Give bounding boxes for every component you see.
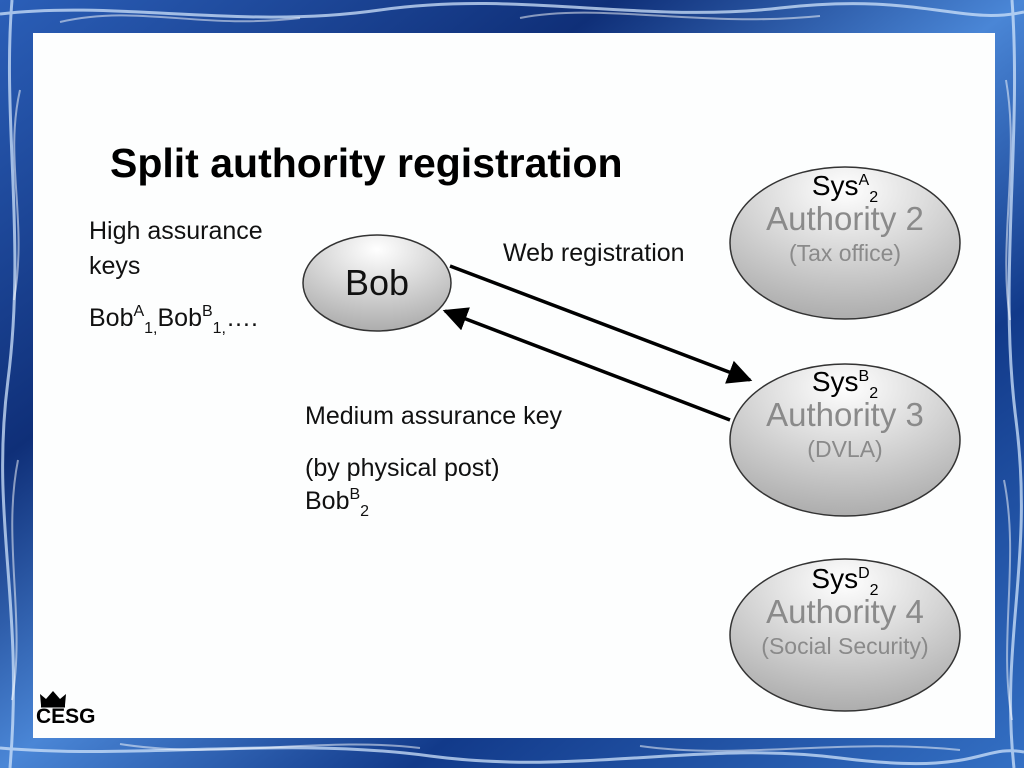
authority-2-ellipse [729, 166, 961, 320]
cesg-logo: CESG [36, 705, 96, 728]
authority-3-place: (DVLA) [807, 436, 883, 462]
physical-post-label: (by physical post) [305, 454, 500, 482]
page-title: Split authority registration [110, 140, 623, 186]
high-assurance-key-list: BobA1,BobB1,…. [89, 303, 258, 337]
authority-2-name: Authority 2 [766, 200, 924, 237]
web-registration-label: Web registration [503, 239, 685, 267]
authority-4-system: SysD2 [811, 563, 879, 599]
authority-3-text: SysB2 Authority 3 (DVLA) [730, 366, 960, 463]
authority-4-name: Authority 4 [766, 593, 924, 630]
crown-icon [40, 691, 66, 708]
authority-3-ellipse [729, 363, 961, 517]
authority-3-system: SysB2 [811, 366, 879, 402]
high-assurance-label-line2: keys [89, 252, 141, 280]
bob-label: Bob [344, 262, 410, 303]
authority-3-name: Authority 3 [766, 396, 924, 433]
authority-4-ellipse [729, 558, 961, 712]
medium-assurance-key: BobB2 [305, 486, 370, 520]
authority-2-place: (Tax office) [788, 240, 902, 266]
authority-4-text: SysD2 Authority 4 (Social Security) [730, 563, 960, 660]
key-return-arrow [442, 307, 731, 422]
bob-ellipse [302, 234, 452, 332]
authority-2-text: SysA2 Authority 2 (Tax office) [730, 170, 960, 267]
high-assurance-label: High assurance [89, 217, 263, 245]
web-registration-arrow [449, 264, 753, 384]
authority-4-place: (Social Security) [761, 633, 929, 659]
authority-2-system: SysA2 [811, 170, 879, 206]
medium-assurance-label: Medium assurance key [305, 402, 563, 430]
